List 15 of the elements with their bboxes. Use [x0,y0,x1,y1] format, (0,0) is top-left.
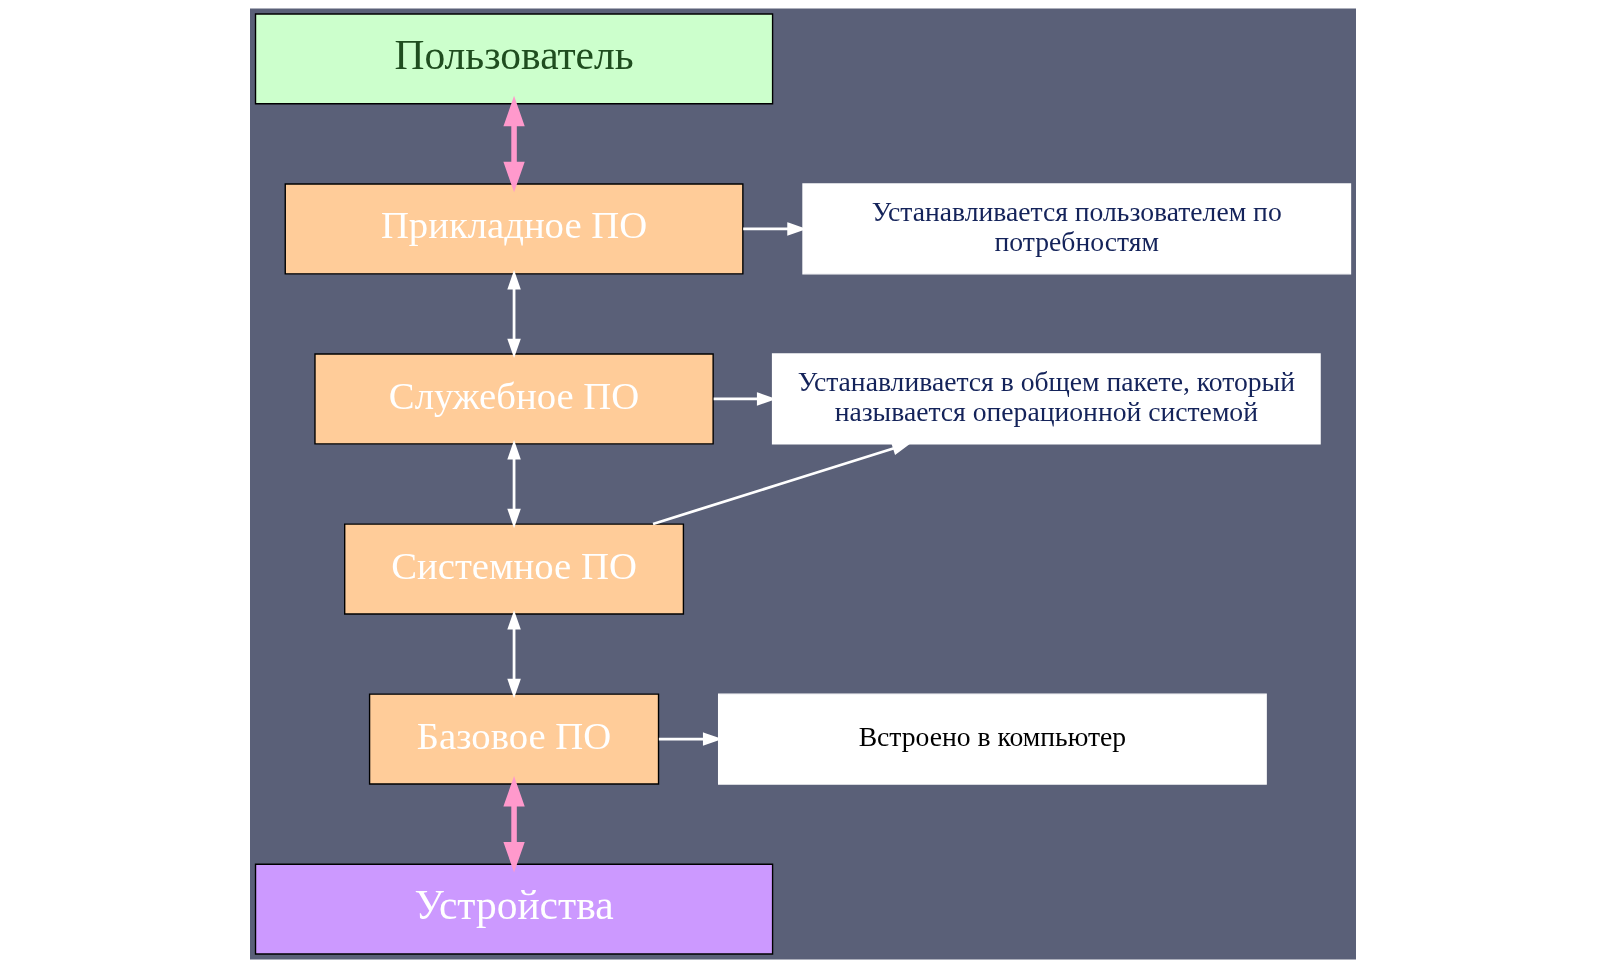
node-box: Прикладное ПО [284,183,744,275]
arrow [652,442,912,526]
node-box: Устанавливается в общем пакете, который называется операционной системой [771,353,1321,445]
arrow [503,95,525,193]
node-box: Системное ПО [344,523,685,615]
node-box: Базовое ПО [368,693,660,785]
node-box: Устанавливается пользователем по потребностям [802,183,1352,275]
node-box: Устройства [254,863,774,955]
arrow [507,440,521,529]
node-box: Служебное ПО [314,353,714,445]
arrow [503,776,525,873]
arrow [507,610,521,699]
node-box: Пользователь [254,13,774,105]
arrow [507,270,521,359]
node-box: Встроено в компьютер [717,693,1267,785]
